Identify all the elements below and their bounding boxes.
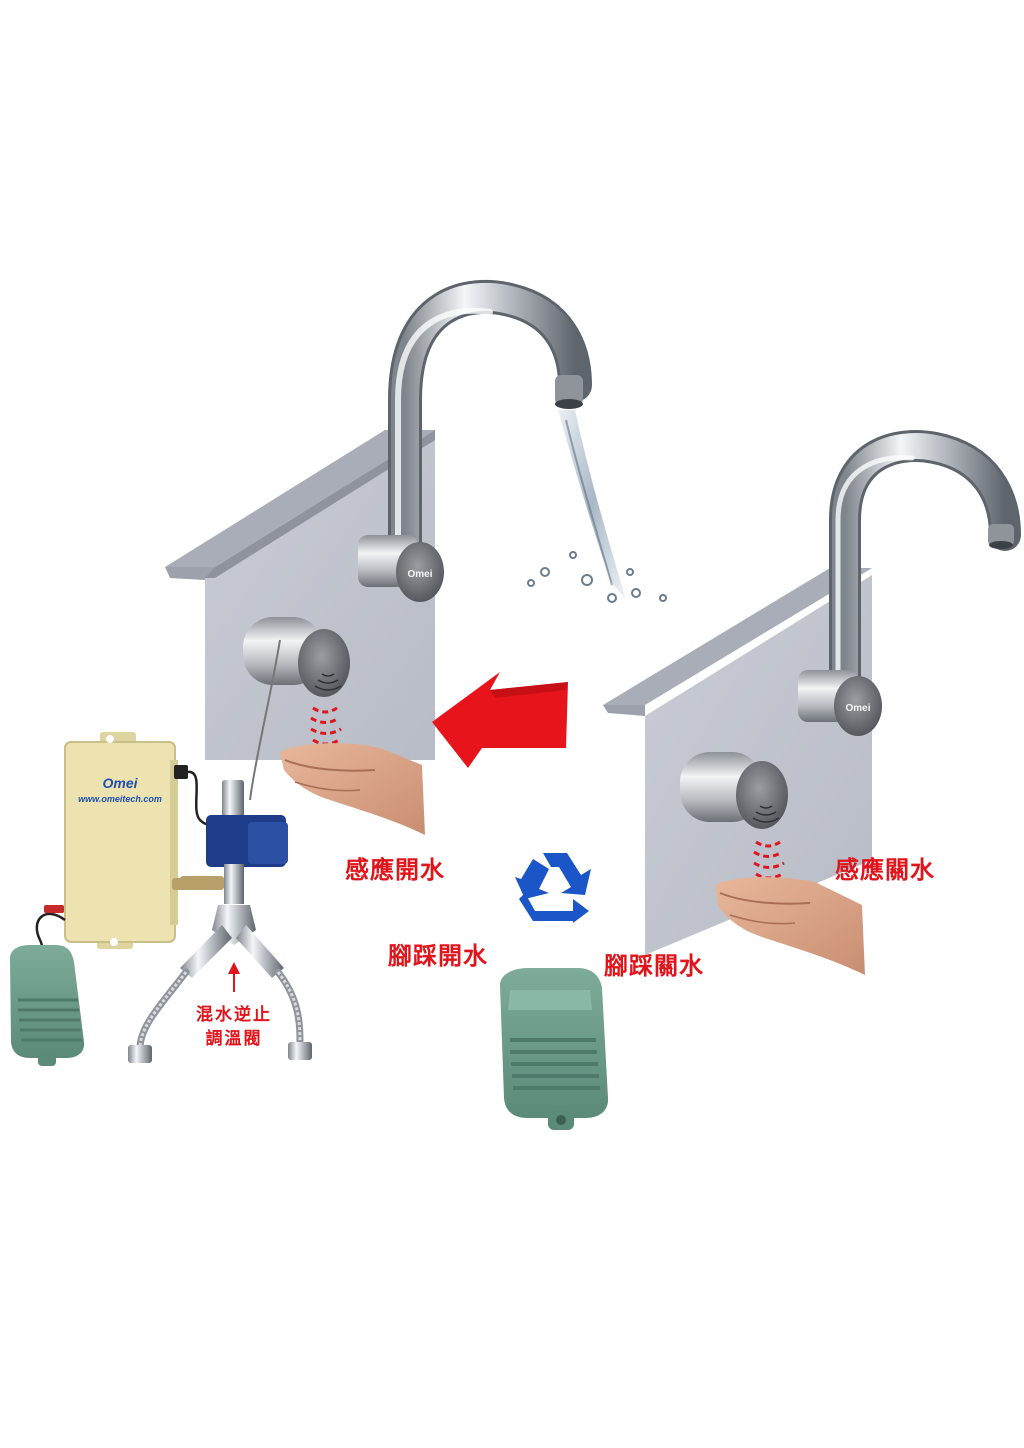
brand-url: www.omeitech.com xyxy=(78,794,162,804)
arrow-icon xyxy=(432,672,568,768)
arrow-icon xyxy=(228,962,240,992)
foot-pedal-icon xyxy=(10,945,85,1066)
label-sensor-off: 感應關水 xyxy=(835,855,935,884)
sensor-icon xyxy=(243,617,350,746)
faucet-logo: Omei xyxy=(845,703,870,714)
label-pedal-off: 腳踩關水 xyxy=(604,951,704,980)
label-valve-line2: 調溫閥 xyxy=(205,1029,263,1049)
label-pedal-on: 腳踩開水 xyxy=(388,941,488,970)
control-box-icon xyxy=(64,732,202,949)
faucet-logo: Omei xyxy=(407,569,432,580)
water-stream xyxy=(527,410,667,603)
label-sensor-on: 感應開水 xyxy=(345,855,445,884)
sensor-icon xyxy=(680,752,788,880)
faucet-icon: Omei xyxy=(358,279,592,602)
recycle-icon xyxy=(515,853,591,923)
faucet-icon: Omei xyxy=(798,430,1021,736)
foot-pedal-icon xyxy=(500,968,609,1130)
hand-icon xyxy=(715,877,865,975)
label-valve-line1: 混水逆止 xyxy=(196,1005,272,1025)
hand-icon xyxy=(280,743,425,835)
brand-name: Omei xyxy=(102,775,138,791)
valve-icon xyxy=(180,780,288,978)
